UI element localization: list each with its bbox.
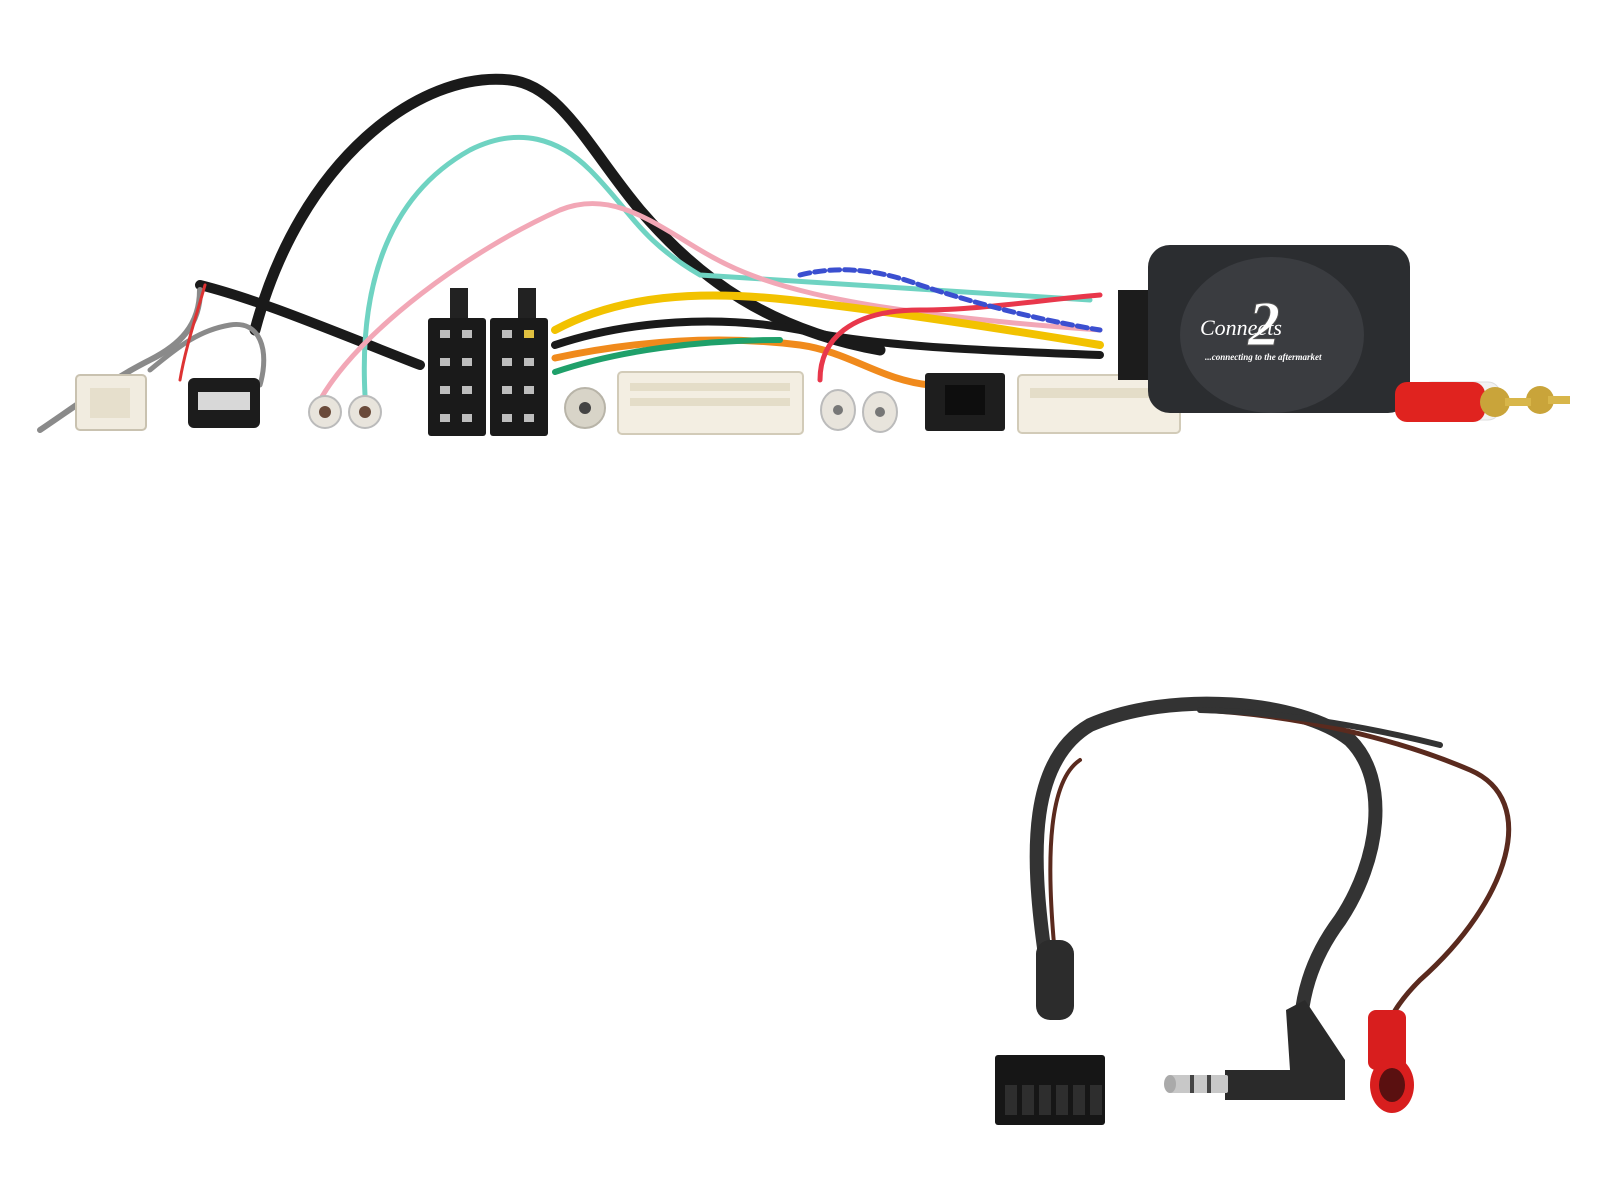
rca-plugs [1395,381,1570,422]
brand-name: Connects [1200,315,1282,340]
interface-box: 2 Connects ...connecting to the aftermar… [1118,245,1410,413]
white-multipin-connector-large [617,371,804,435]
iso-connectors [428,288,548,436]
heatshrink-sleeve [1036,940,1074,1020]
red-bullet-connector [1368,1010,1414,1113]
3.5mm-jack-right-angle [1164,1000,1345,1100]
brand-number: 2 [1247,288,1280,359]
white-6pin-connector [75,374,147,431]
black-12pin-connector [995,1055,1105,1125]
single-spade-terminal [564,387,606,429]
main-harness-wires [37,73,1104,433]
usb-a-plug [188,378,260,428]
patch-lead-wires [1029,696,1512,1047]
brand-tagline: ...connecting to the aftermarket [1205,352,1322,362]
spade-terminal-pair [820,389,898,433]
black-small-connector [925,373,1005,431]
spade-terminals-left [308,395,382,429]
